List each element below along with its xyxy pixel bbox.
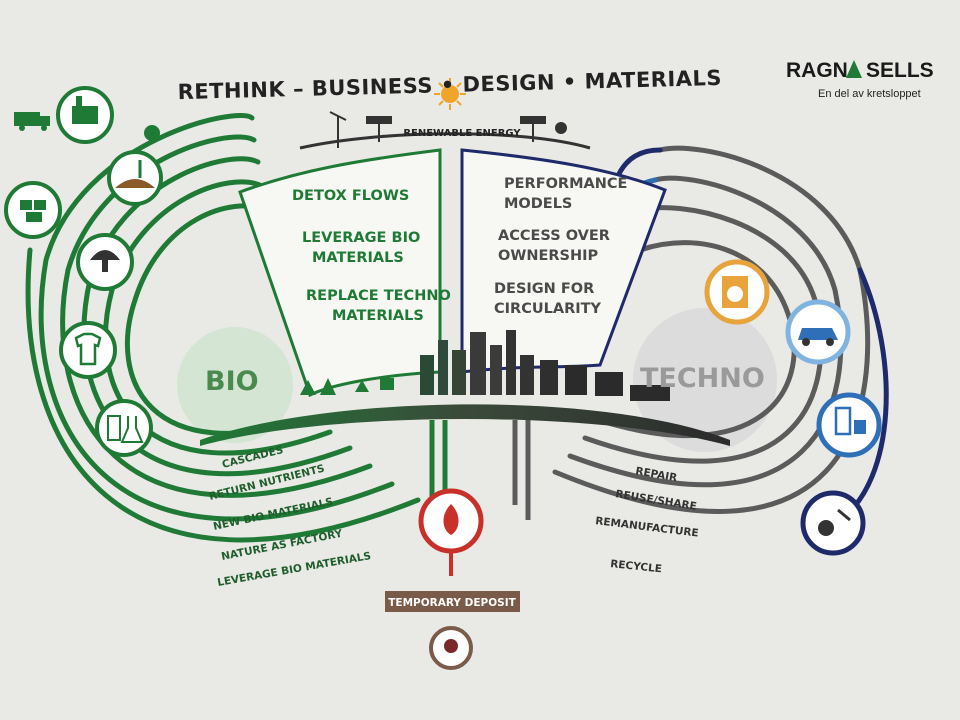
incineration-icon bbox=[418, 488, 484, 576]
recycle-machine-icon bbox=[800, 490, 866, 556]
brand-figure-icon bbox=[846, 60, 862, 78]
techno-label: TECHNO bbox=[640, 363, 765, 394]
mushroom-icon bbox=[76, 233, 134, 291]
renewable-energy-label: RENEWABLE ENERGY bbox=[403, 128, 521, 139]
bio-panel-line: MATERIALS bbox=[312, 250, 404, 266]
city-skyline bbox=[200, 330, 730, 446]
brand-logo: RAGN SELLS En del av kretsloppet bbox=[786, 59, 934, 100]
temporary-deposit-panel: TEMPORARY DEPOSIT bbox=[385, 591, 520, 612]
bio-label: BIO bbox=[205, 366, 259, 397]
bio-leaf-watermark bbox=[177, 327, 293, 443]
techno-gear-watermark bbox=[633, 308, 777, 452]
truck-icon bbox=[14, 112, 50, 131]
crates-icon bbox=[4, 181, 62, 239]
bio-panel-line: DETOX FLOWS bbox=[292, 188, 409, 204]
factory-icon bbox=[56, 86, 114, 144]
sun-icon bbox=[434, 78, 466, 110]
bio-panel-text: DETOX FLOWS LEVERAGE BIO MATERIALS REPLA… bbox=[292, 188, 451, 324]
temporary-deposit-label: TEMPORARY DEPOSIT bbox=[388, 597, 516, 609]
bio-icons bbox=[4, 86, 163, 457]
brand-name-left: RAGN bbox=[786, 59, 848, 82]
brand-name-right: SELLS bbox=[866, 59, 934, 82]
techno-icons bbox=[704, 259, 882, 556]
bio-panel bbox=[238, 148, 442, 398]
techno-panel-line: DESIGN FOR bbox=[494, 281, 594, 297]
hazard-skull-icon bbox=[429, 626, 473, 670]
techno-panel-line: OWNERSHIP bbox=[498, 248, 598, 264]
lab-flask-icon bbox=[95, 399, 153, 457]
techno-panel-line: CIRCULARITY bbox=[494, 301, 602, 317]
techno-panel-line: ACCESS OVER bbox=[498, 228, 610, 244]
bio-panel-line: REPLACE TECHNO bbox=[306, 288, 451, 304]
washing-machine-icon bbox=[704, 259, 770, 325]
bio-panel-line: LEVERAGE BIO bbox=[302, 230, 420, 246]
bio-panel-line: MATERIALS bbox=[332, 308, 424, 324]
tshirt-icon bbox=[59, 321, 117, 379]
brand-tagline: En del av kretsloppet bbox=[818, 88, 921, 100]
soil-plant-icon bbox=[107, 150, 163, 206]
renewable-energy-row bbox=[299, 111, 591, 150]
techno-panel-line: PERFORMANCE bbox=[504, 176, 627, 192]
techno-loop-label: REMANUFACTURE bbox=[595, 515, 700, 540]
bio-loops bbox=[25, 112, 421, 543]
techno-loop-label: RECYCLE bbox=[610, 558, 663, 575]
phone-devices-icon bbox=[816, 392, 882, 458]
bio-loop-label: NEW BIO MATERIALS bbox=[212, 496, 334, 533]
techno-loop-label: REUSE/SHARE bbox=[615, 488, 698, 513]
techno-panel-line: MODELS bbox=[504, 196, 572, 212]
car-icon bbox=[785, 299, 851, 365]
leaf-icon bbox=[144, 125, 160, 141]
techno-panel-text: PERFORMANCE MODELS ACCESS OVER OWNERSHIP… bbox=[494, 176, 627, 317]
